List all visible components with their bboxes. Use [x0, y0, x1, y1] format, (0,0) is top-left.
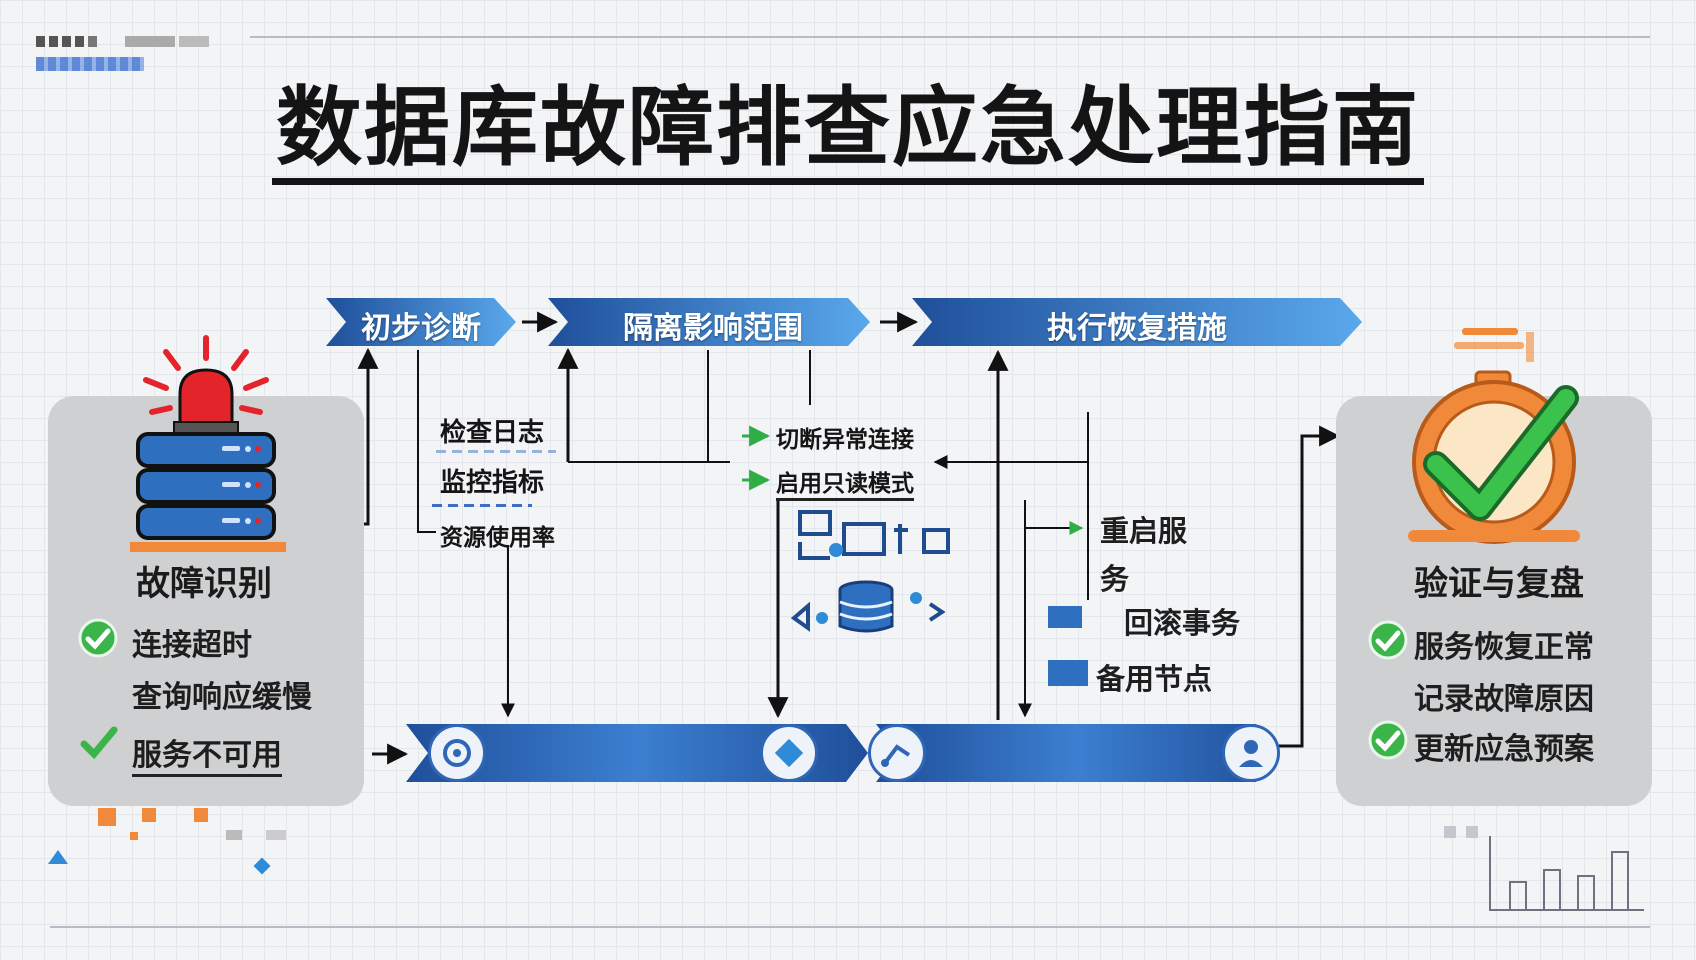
check-icon	[1368, 620, 1408, 660]
recover-step-rollback: 回滚事务	[1124, 606, 1241, 640]
recover-step-restart: 重启服	[1100, 514, 1188, 548]
page-title: 数据库故障排查应急处理指南	[0, 78, 1696, 185]
recover-step-restart-cont: 务	[1100, 562, 1130, 596]
bottom-process-bar	[406, 724, 1278, 782]
diagnose-step-resources: 资源使用率	[440, 525, 555, 551]
diamond-icon	[760, 724, 818, 782]
decorative-bar-sketch	[1444, 826, 1644, 911]
stage-arrow-isolate	[548, 298, 870, 346]
identify-item-unavailable: 服务不可用	[132, 730, 282, 777]
isolate-step-cut-connections: 切断异常连接	[776, 427, 914, 453]
verify-item-record-cause: 记录故障原因	[1414, 682, 1594, 717]
verify-item-update-plan: 更新应急预案	[1414, 732, 1594, 767]
gear-network-icon	[428, 724, 486, 782]
divider	[432, 504, 532, 507]
identify-title: 故障识别	[136, 564, 272, 604]
identify-item-timeout: 连接超时	[132, 628, 252, 663]
divider	[436, 450, 556, 453]
verify-item-service-restored: 服务恢复正常	[1414, 630, 1594, 665]
diagnose-step-metrics: 监控指标	[440, 468, 545, 498]
stage-arrow-diagnose	[326, 298, 516, 346]
bottom-rule	[50, 926, 1650, 928]
stage-label-recover: 执行恢复措施	[1047, 311, 1227, 346]
database-network-icon	[790, 510, 950, 633]
standby-node-icon	[1048, 660, 1088, 686]
support-agent-icon	[1222, 724, 1280, 782]
alarm-server-icon	[130, 335, 286, 552]
stage-label-diagnose: 初步诊断	[361, 311, 481, 346]
check-icon	[78, 618, 118, 658]
identify-item-slow-query: 查询响应缓慢	[132, 680, 312, 715]
isolate-step-read-only: 启用只读模式	[776, 464, 914, 501]
stage-arrow-recover	[912, 298, 1362, 346]
stage-label-isolate: 隔离影响范围	[623, 311, 803, 346]
verify-title: 验证与复盘	[1414, 564, 1584, 604]
rollback-icon	[1048, 606, 1082, 628]
check-icon	[1368, 720, 1408, 760]
network-arrow-icon	[868, 724, 926, 782]
check-icon	[80, 726, 118, 760]
top-rule	[250, 36, 1650, 38]
stopwatch-check-icon	[1408, 328, 1580, 544]
header-decoration	[36, 36, 236, 71]
recover-step-standby-node: 备用节点	[1096, 662, 1213, 696]
decorative-shapes	[48, 808, 286, 875]
diagnose-step-logs: 检查日志	[440, 418, 545, 448]
